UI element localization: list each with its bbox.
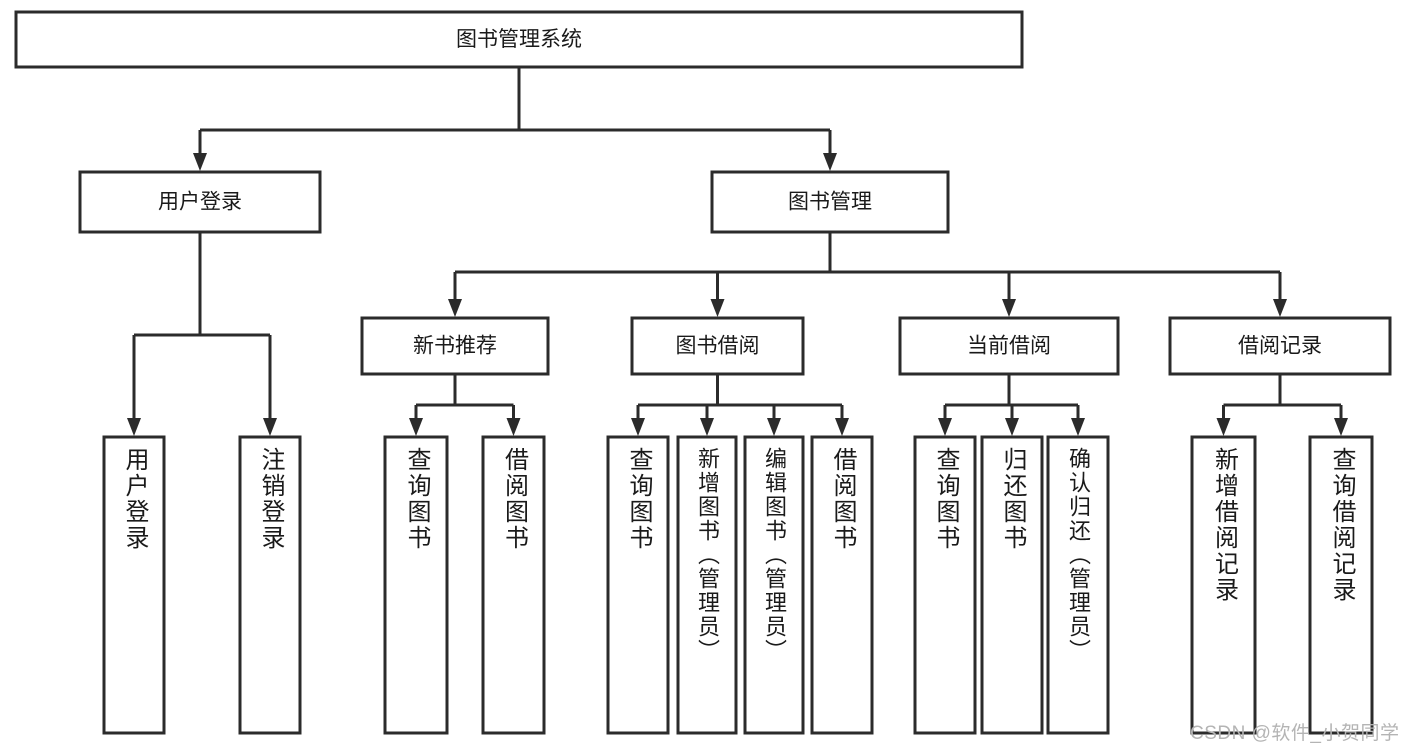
node-recommend-query-book[interactable] xyxy=(383,435,449,735)
node-box-book-management xyxy=(710,170,950,234)
node-borrow-edit-book[interactable] xyxy=(743,435,805,735)
node-new-book-recommend[interactable]: 新书推荐 xyxy=(360,316,550,376)
node-box-record-add xyxy=(1190,435,1257,735)
connector-book-management-bus xyxy=(448,232,1287,317)
node-user-login[interactable]: 用户登录 xyxy=(78,170,322,234)
arrow-head-icon xyxy=(710,299,725,317)
node-root[interactable]: 图书管理系统 xyxy=(14,10,1024,69)
node-box-borrow-edit-book xyxy=(743,435,805,735)
watermark-text: CSDN @软件_小贺同学 xyxy=(1190,723,1400,744)
node-box-user-login-logout xyxy=(238,435,302,735)
arrow-head-icon xyxy=(1005,418,1019,436)
node-label-user-login: 用户登录 xyxy=(158,191,242,214)
node-book-management[interactable]: 图书管理 xyxy=(710,170,950,234)
node-box-root xyxy=(14,10,1024,69)
node-box-borrow-borrow-book xyxy=(810,435,874,735)
node-box-current-query-book xyxy=(913,435,977,735)
node-box-current-confirm-return xyxy=(1046,435,1110,735)
arrow-head-icon xyxy=(700,418,714,436)
node-box-borrow-record xyxy=(1168,316,1392,376)
node-current-confirm-return[interactable] xyxy=(1046,435,1110,735)
arrow-head-icon xyxy=(767,418,781,436)
connector-book-borrow-bus xyxy=(631,374,849,436)
arrow-head-icon xyxy=(1216,418,1231,436)
node-box-user-login xyxy=(78,170,322,234)
node-current-query-book[interactable] xyxy=(913,435,977,735)
node-current-return-book[interactable] xyxy=(980,435,1044,735)
node-borrow-query-book[interactable] xyxy=(606,435,670,735)
node-recommend-borrow-book[interactable] xyxy=(481,435,546,735)
arrow-head-icon xyxy=(1334,418,1348,436)
node-box-user-login-login xyxy=(102,435,166,735)
node-borrow-record[interactable]: 借阅记录 xyxy=(1168,316,1392,376)
node-label-current-borrow: 当前借阅 xyxy=(967,335,1051,358)
node-label-book-borrow: 图书借阅 xyxy=(676,335,760,358)
node-current-borrow[interactable]: 当前借阅 xyxy=(898,316,1120,376)
connector-current-borrow-bus xyxy=(938,374,1085,436)
node-box-borrow-query-book xyxy=(606,435,670,735)
node-box-new-book-recommend xyxy=(360,316,550,376)
node-box-current-borrow xyxy=(898,316,1120,376)
node-box-borrow-add-book xyxy=(676,435,738,735)
arrow-head-icon xyxy=(1273,299,1287,317)
connector-user-login-bus xyxy=(127,232,277,436)
arrow-head-icon xyxy=(409,418,423,436)
arrow-head-icon xyxy=(1071,418,1085,436)
node-box-recommend-query-book xyxy=(383,435,449,735)
arrow-head-icon xyxy=(127,418,141,436)
connector-recommend-bus xyxy=(409,374,521,436)
arrow-head-icon xyxy=(823,153,837,171)
node-box-recommend-borrow-book xyxy=(481,435,546,735)
node-label-book-management: 图书管理 xyxy=(788,191,872,214)
node-record-add[interactable] xyxy=(1190,435,1257,735)
arrow-head-icon xyxy=(193,153,207,171)
arrow-head-icon xyxy=(835,418,849,436)
connector-root-bus xyxy=(193,67,837,171)
node-record-query[interactable] xyxy=(1308,435,1374,735)
node-box-book-borrow xyxy=(630,316,805,376)
node-box-current-return-book xyxy=(980,435,1044,735)
node-borrow-add-book[interactable] xyxy=(676,435,738,735)
node-label-borrow-record: 借阅记录 xyxy=(1238,335,1322,358)
connectors-layer xyxy=(127,67,1348,436)
arrow-head-icon xyxy=(506,418,521,436)
connector-borrow-record-bus xyxy=(1216,374,1348,436)
node-box-record-query xyxy=(1308,435,1374,735)
arrow-head-icon xyxy=(631,418,645,436)
arrow-head-icon xyxy=(448,299,462,317)
arrow-head-icon xyxy=(938,418,952,436)
node-user-login-login[interactable] xyxy=(102,435,166,735)
node-book-borrow[interactable]: 图书借阅 xyxy=(630,316,805,376)
arrow-head-icon xyxy=(263,418,277,436)
node-user-login-logout[interactable] xyxy=(238,435,302,735)
arrow-head-icon xyxy=(1002,299,1016,317)
node-borrow-borrow-book[interactable] xyxy=(810,435,874,735)
node-label-new-book-recommend: 新书推荐 xyxy=(413,335,497,358)
node-label-root: 图书管理系统 xyxy=(456,28,582,51)
